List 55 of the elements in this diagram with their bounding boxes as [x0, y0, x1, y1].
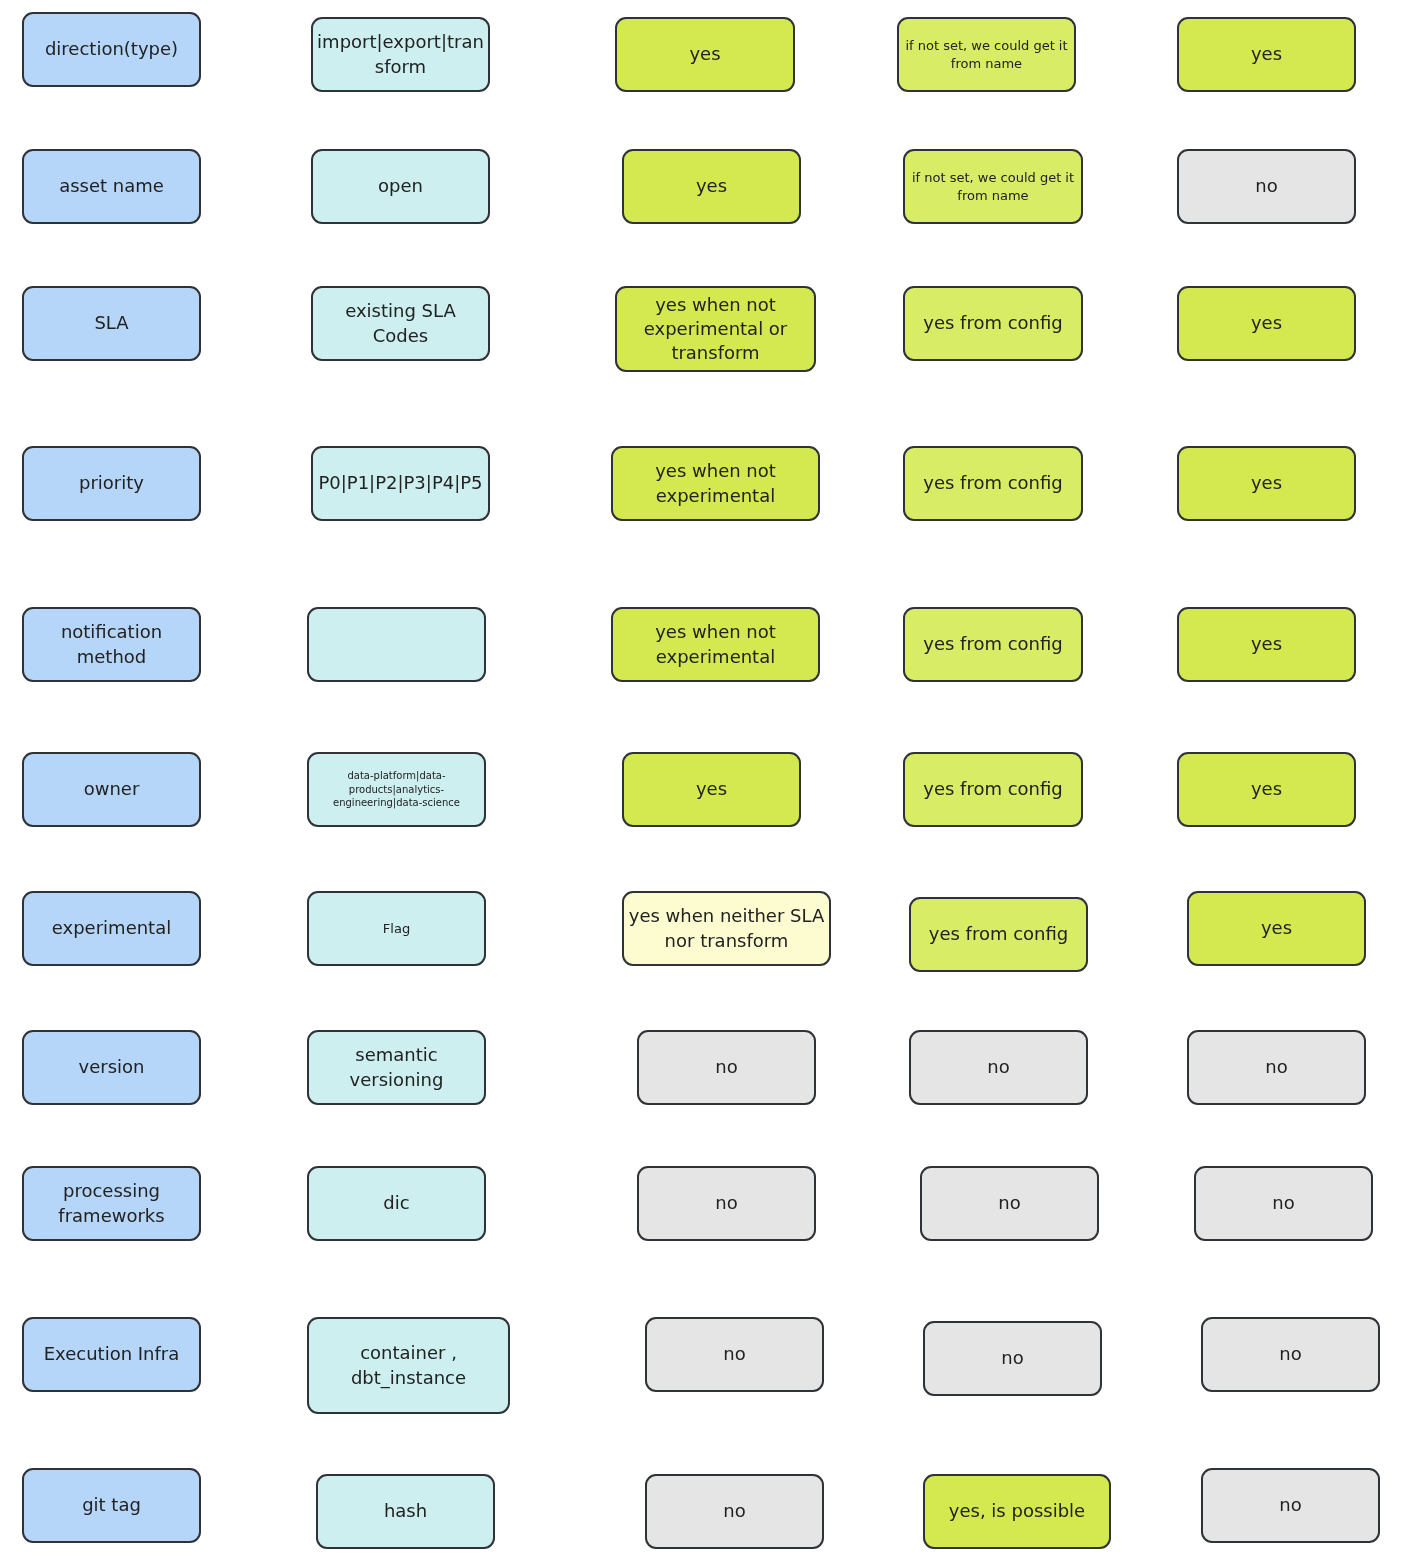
table-cell-box: no: [909, 1030, 1088, 1105]
table-cell-box: experimental: [22, 891, 201, 966]
table-cell-box: no: [1187, 1030, 1366, 1105]
table-cell-box: SLA: [22, 286, 201, 361]
table-cell-box: yes from config: [903, 446, 1083, 521]
table-cell-box: Execution Infra: [22, 1317, 201, 1392]
table-cell-box: data-platform|data-products|analytics-engineering|data-science: [307, 752, 486, 827]
table-cell-box: yes when not experimental: [611, 607, 820, 682]
table-cell-box: hash: [316, 1474, 495, 1549]
table-cell-box: no: [1177, 149, 1356, 224]
table-cell-box: no: [637, 1030, 816, 1105]
table-cell-box: no: [637, 1166, 816, 1241]
table-cell-box: yes when not experimental or transform: [615, 286, 816, 372]
table-cell-box: owner: [22, 752, 201, 827]
table-cell-box: if not set, we could get it from name: [903, 149, 1083, 224]
table-cell-box: container , dbt_instance: [307, 1317, 510, 1414]
table-cell-box: no: [1201, 1468, 1380, 1543]
table-cell-box: yes: [1177, 286, 1356, 361]
table-cell-box: processing frameworks: [22, 1166, 201, 1241]
table-cell-box: no: [920, 1166, 1099, 1241]
table-cell-box: yes: [1177, 17, 1356, 92]
table-cell-box: open: [311, 149, 490, 224]
table-cell-box: asset name: [22, 149, 201, 224]
table-cell-box: yes: [615, 17, 795, 92]
table-cell-box: yes from config: [903, 607, 1083, 682]
table-cell-box: no: [923, 1321, 1102, 1396]
table-cell-box: import|export|transform: [311, 17, 490, 92]
table-cell-box: yes from config: [903, 286, 1083, 361]
table-cell-box: direction(type): [22, 12, 201, 87]
table-cell-box: existing SLA Codes: [311, 286, 490, 361]
empty-box: [307, 607, 486, 682]
table-cell-box: yes from config: [909, 897, 1088, 972]
table-cell-box: git tag: [22, 1468, 201, 1543]
table-cell-box: yes: [622, 752, 801, 827]
table-cell-box: yes when neither SLA nor transform: [622, 891, 831, 966]
table-cell-box: yes when not experimental: [611, 446, 820, 521]
table-cell-box: dic: [307, 1166, 486, 1241]
table-cell-box: P0|P1|P2|P3|P4|P5: [311, 446, 490, 521]
table-cell-box: Flag: [307, 891, 486, 966]
table-cell-box: yes: [1177, 752, 1356, 827]
table-cell-box: yes: [622, 149, 801, 224]
table-cell-box: version: [22, 1030, 201, 1105]
table-cell-box: no: [1201, 1317, 1380, 1392]
table-cell-box: yes: [1177, 607, 1356, 682]
table-cell-box: no: [645, 1317, 824, 1392]
table-cell-box: semantic versioning: [307, 1030, 486, 1105]
table-cell-box: yes from config: [903, 752, 1083, 827]
table-cell-box: no: [1194, 1166, 1373, 1241]
table-cell-box: no: [645, 1474, 824, 1549]
table-cell-box: priority: [22, 446, 201, 521]
table-cell-box: notification method: [22, 607, 201, 682]
table-cell-box: if not set, we could get it from name: [897, 17, 1076, 92]
table-cell-box: yes: [1187, 891, 1366, 966]
table-cell-box: yes, is possible: [923, 1474, 1111, 1549]
table-cell-box: yes: [1177, 446, 1356, 521]
